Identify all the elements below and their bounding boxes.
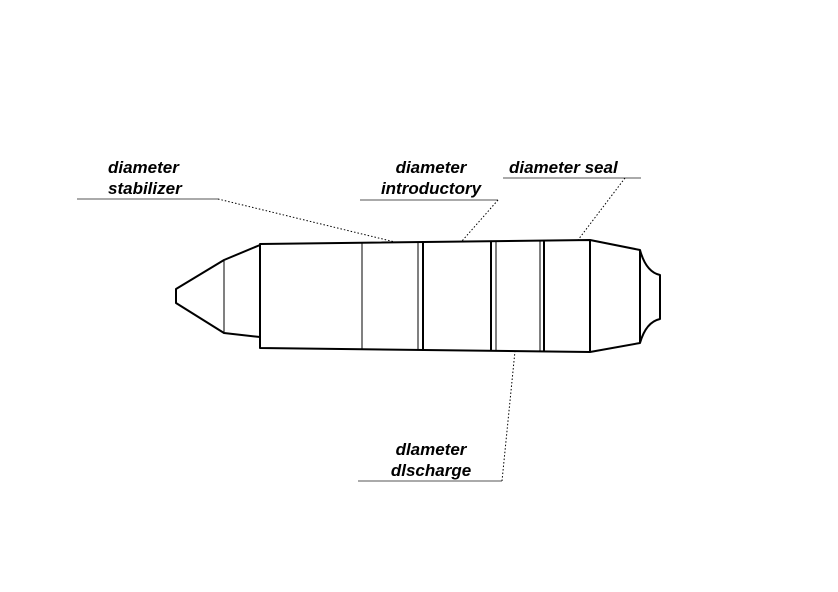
seal-label-line1: diameter seal: [509, 158, 618, 177]
seal-leader: [577, 177, 626, 241]
stabilizer-label-line2: stabilizer: [108, 179, 182, 198]
stabilizer-label-line1: diameter: [108, 158, 179, 177]
discharge-label: dlameter dlscharge: [383, 439, 479, 481]
discharge-leader: [501, 350, 516, 482]
seal-label: diameter seal: [509, 157, 618, 178]
introductory-label-line2: introductory: [380, 179, 482, 198]
introductory-label: diameter introductory: [372, 157, 490, 199]
discharge-label-line1: dlameter: [395, 440, 467, 459]
rear-cap: [639, 249, 661, 344]
discharge-label-line2: dlscharge: [390, 461, 472, 480]
introductory-leader: [461, 199, 499, 242]
nose-cone: [175, 244, 261, 338]
introductory-label-line1: diameter: [395, 158, 467, 177]
main-body: [259, 239, 641, 353]
stabilizer-label: diameter stabilizer: [108, 157, 182, 199]
stabilizer-leader: [217, 198, 396, 243]
